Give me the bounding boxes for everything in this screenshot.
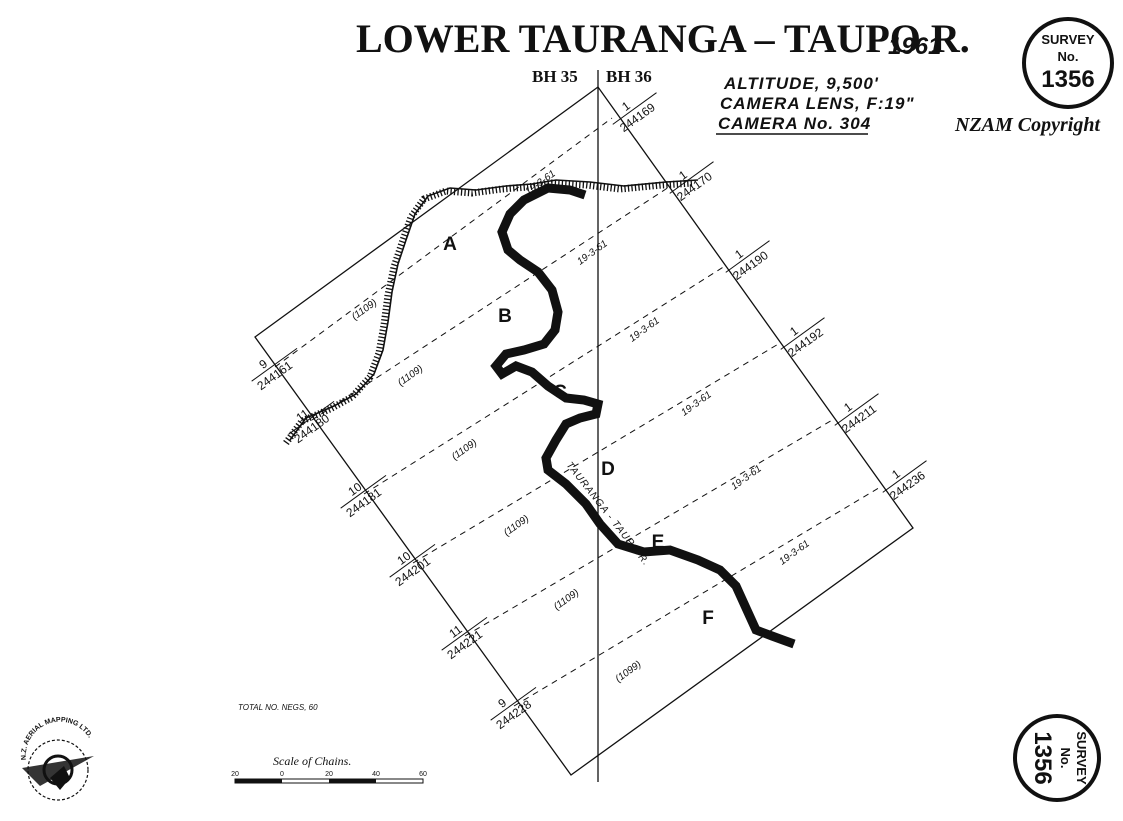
total-negatives-label: TOTAL NO. NEGS, 60 [238,703,318,712]
flight-run-line [513,485,883,707]
sheet-title: LOWER TAURANGA – TAUPO R. [356,16,970,61]
survey-stamp-bottom: SURVEY No. 1356 [1013,714,1101,802]
scale-tick-0: 20 [231,771,239,778]
scale-title: Scale of Chains. [273,754,351,768]
coastline-hatching [283,179,695,446]
run-altitude-label: (1099) [614,659,644,685]
scale-tick-1: 0 [280,771,284,778]
stamp-top-line2: No. [1058,49,1079,64]
nz-map-icon [50,766,70,790]
stamp-bottom-line1: SURVEY [1074,731,1089,785]
run-letter-label: C [553,382,567,403]
run-start-tick [251,347,298,382]
river-outline [490,183,796,649]
bh-left-label: BH 35 [532,67,578,86]
run-altitude-label: (1109) [450,437,479,462]
flight-runs: A19-3-61(1109)92441611244169B19-3-61(110… [251,92,928,732]
scale-tick-2: 20 [325,771,333,778]
run-end-tick [780,317,825,350]
camera-number-info: CAMERA No. 304 [718,114,871,133]
stamp-top-line1: SURVEY [1041,32,1095,47]
flight-run-line [311,186,670,421]
flight-run-line [363,265,726,495]
run-start-tick [288,400,335,435]
run-letter-label: A [443,234,457,255]
run-end-tick [725,240,770,273]
run-date-label: 19-3-61 [679,389,713,418]
company-logo: N.Z. AERIAL MAPPING LTD. [21,717,94,801]
run-date-label: 19-3-61 [575,238,609,267]
run-start-tick [490,686,537,721]
run-date-label: 19-3-61 [777,538,811,567]
river-fill [491,184,796,648]
run-letter-label: B [498,306,512,327]
run-letter-label: F [702,608,714,629]
flight-run-line [464,418,835,637]
copyright-label: NZAM Copyright [954,114,1101,136]
altitude-info: ALTITUDE, 9,500' [723,74,879,93]
flight-run-line [274,117,613,368]
survey-stamp-top: SURVEY No. 1356 [1022,17,1114,109]
run-letter-label: E [652,532,665,553]
survey-year: 1961 [888,33,941,60]
scale-tick-3: 40 [372,771,380,778]
run-start-tick [389,543,436,578]
bh-right-label: BH 36 [606,67,652,86]
run-end-tick [882,460,927,493]
run-altitude-label: (1109) [502,513,531,538]
stamp-bottom-line2: No. [1058,748,1073,769]
block-boundary [254,86,914,776]
coastline [289,179,699,441]
scale-tick-4: 60 [419,771,427,778]
run-altitude-label: (1109) [552,587,581,612]
run-letter-label: D [601,459,615,480]
run-end-tick [612,92,657,125]
run-end-tick [669,161,714,194]
flight-run-line [412,342,781,564]
stamp-top-number: 1356 [1041,66,1094,93]
aircraft-wing-icon [22,756,94,786]
run-date-label: 19-3-61 [627,315,661,344]
stamp-bottom-number: 1356 [1029,731,1056,784]
run-end-tick [834,393,879,426]
run-altitude-label: (1109) [396,363,425,388]
camera-lens-info: CAMERA LENS, F:19" [720,94,915,113]
scale-bar: Scale of Chains. 20 0 20 40 60 [231,754,427,784]
run-start-tick [340,474,387,509]
run-start-tick [441,616,488,651]
